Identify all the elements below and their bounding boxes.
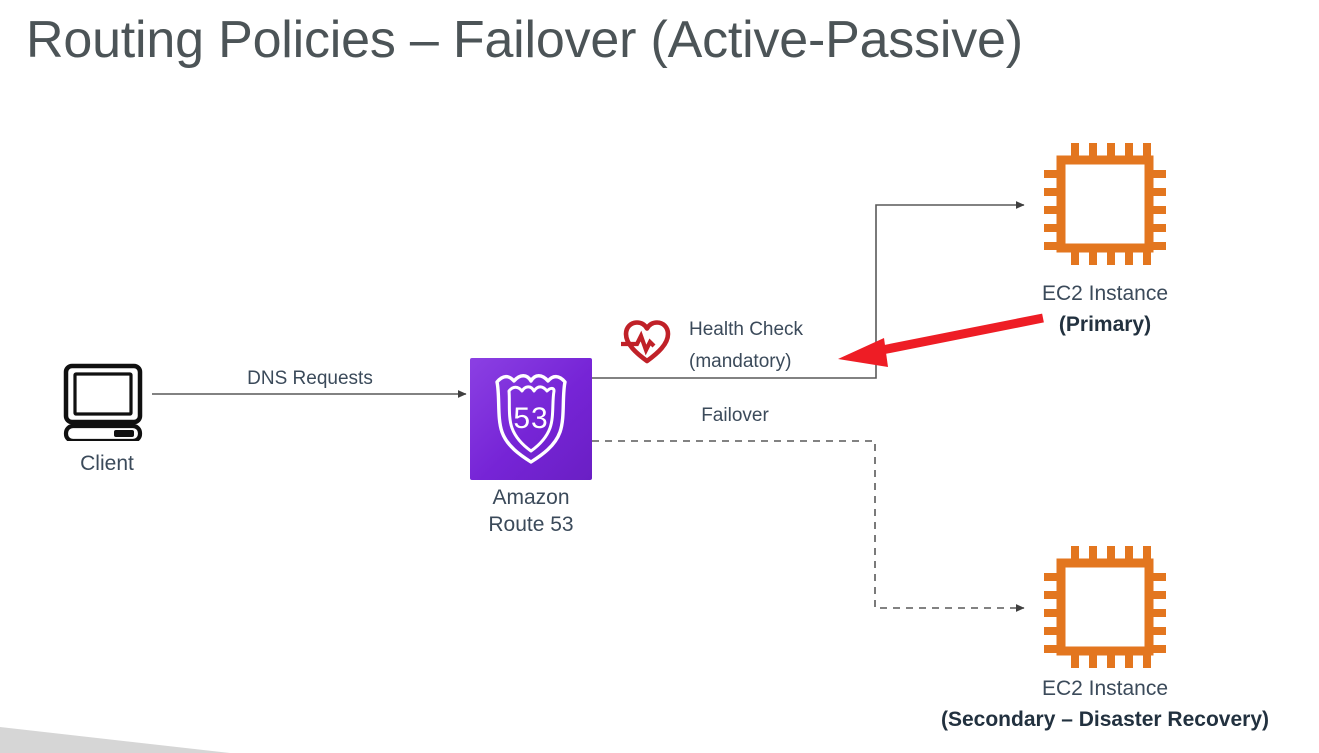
ec2-instance-icon bbox=[1044, 546, 1166, 668]
svg-text:53: 53 bbox=[513, 402, 548, 435]
route53-label-line2: Route 53 bbox=[488, 513, 574, 536]
health-check-line1: Health Check bbox=[689, 319, 804, 340]
edge-failover bbox=[592, 440, 1025, 612]
desktop-computer-icon bbox=[63, 363, 143, 441]
ec2-secondary-label: EC2 Instance bbox=[1041, 677, 1169, 700]
ec2-instance-icon bbox=[1044, 143, 1166, 265]
route53-shield-icon: 53 bbox=[495, 374, 567, 464]
client-label: Client bbox=[80, 452, 134, 475]
health-check-line2: (mandatory) bbox=[689, 351, 792, 372]
page-title: Routing Policies – Failover (Active-Pass… bbox=[26, 11, 1023, 69]
edge-label-dns-requests: DNS Requests bbox=[247, 368, 373, 389]
heart-pulse-icon bbox=[621, 320, 671, 364]
corner-wedge-decoration bbox=[0, 727, 230, 753]
route53-label-line1: Amazon bbox=[492, 486, 570, 509]
ec2-primary-label: EC2 Instance bbox=[1041, 282, 1169, 305]
ec2-primary-sublabel: (Primary) bbox=[1058, 313, 1152, 336]
route53-tile[interactable]: 53 bbox=[470, 358, 592, 480]
edge-label-failover: Failover bbox=[701, 405, 769, 426]
ec2-secondary-sublabel: (Secondary – Disaster Recovery) bbox=[941, 708, 1269, 731]
